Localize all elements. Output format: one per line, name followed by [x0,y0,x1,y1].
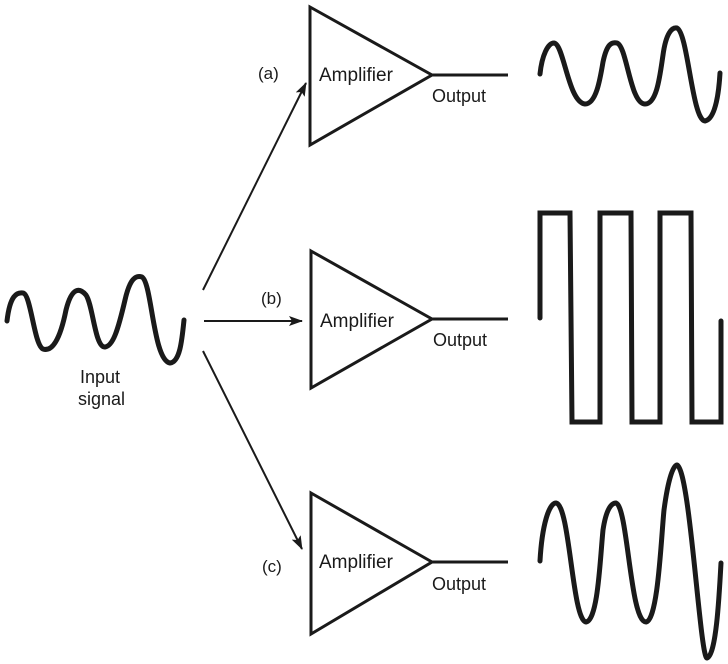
case-a: (a) Amplifier Output [258,4,723,148]
amplifier-b-triangle [309,248,436,391]
arrow-c [202,350,303,550]
input-label-line1: Input [80,367,120,387]
amplifier-c-label: Amplifier [319,552,394,573]
arrow-a [202,82,307,291]
input-signal: Input signal [4,274,187,409]
output-b-label: Output [433,330,487,350]
input-label-line2: signal [78,389,125,409]
output-c-label: Output [432,574,486,594]
amplifier-c-triangle [309,490,435,637]
case-b: (b) Amplifier Output [261,210,724,425]
amplifier-a-triangle [308,4,436,148]
output-b-waveform [537,210,724,425]
case-c: (c) Amplifier Output [262,462,724,661]
output-a-label: Output [432,86,486,106]
case-c-tag: (c) [262,557,282,576]
case-a-tag: (a) [258,64,279,83]
input-waveform [4,274,187,366]
output-a-waveform [537,25,723,124]
amplifier-a-label: Amplifier [319,65,394,86]
amplifier-b-label: Amplifier [320,311,395,332]
output-c-waveform [537,462,724,661]
case-b-tag: (b) [261,289,282,308]
